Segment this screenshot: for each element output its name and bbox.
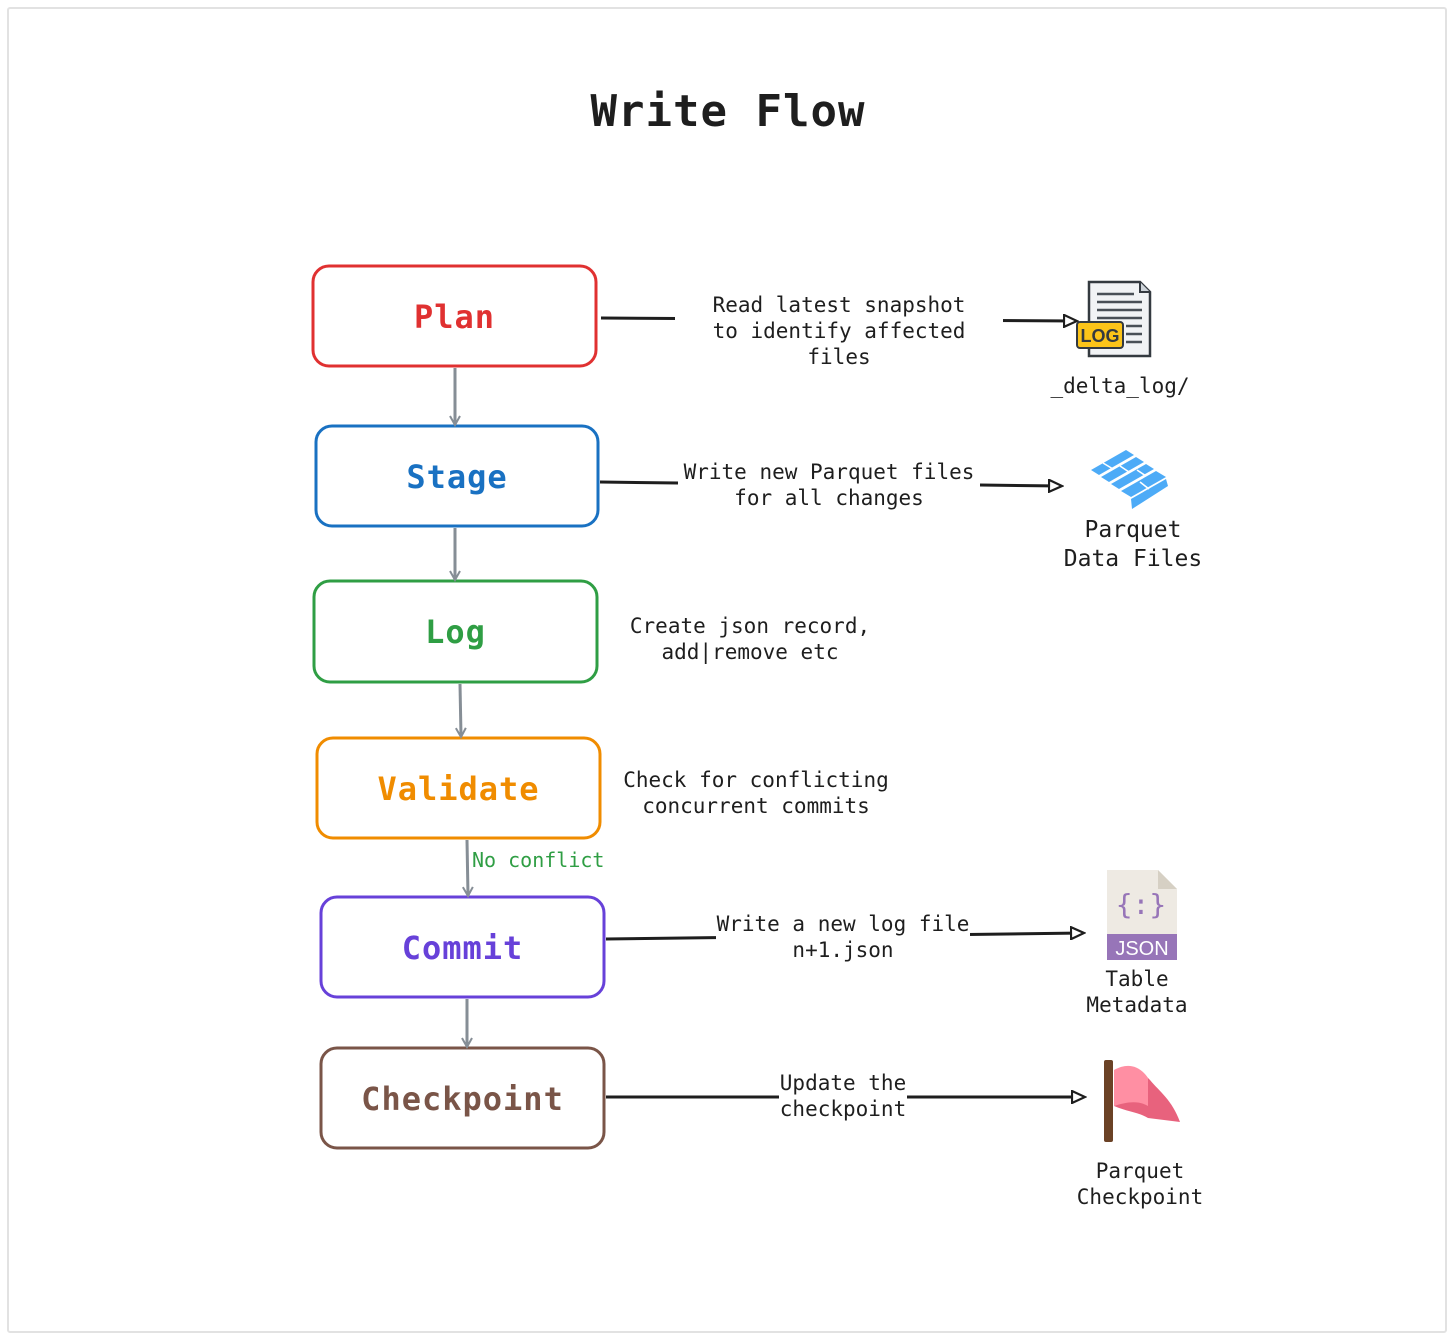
note-stage: Write new Parquet files for all changes: [678, 459, 980, 511]
note-log: Create json record, add|remove etc: [620, 613, 880, 665]
flag-icon: [1104, 1060, 1180, 1142]
log-badge: LOG: [1081, 326, 1120, 346]
step-checkpoint-label: Checkpoint: [361, 1080, 564, 1118]
step-stage-label: Stage: [406, 458, 508, 496]
parquet-icon: [1091, 450, 1168, 509]
step-plan-label: Plan: [413, 298, 496, 336]
note-validate: Check for conflicting concurrent commits: [615, 767, 897, 819]
arrow-validate-to-commit: [467, 839, 468, 895]
connector-stage-arrow: [979, 485, 1061, 486]
edge-label-no-conflict: No conflict: [472, 848, 605, 872]
json-glyph: {:}: [1116, 888, 1167, 921]
log-file-icon: LOG: [1076, 280, 1152, 358]
note-commit: Write a new log file n+1.json: [716, 911, 970, 963]
step-validate-label: Validate: [377, 770, 540, 808]
diagram-canvas: [7, 7, 1447, 1333]
note-plan: Read latest snapshot to identify affecte…: [675, 292, 1003, 370]
caption-parquet-data: Parquet Data Files: [1063, 517, 1203, 572]
connector-stage: [599, 480, 679, 485]
caption-parquet-checkpoint: Parquet Checkpoint: [1076, 1159, 1204, 1209]
note-checkpoint: Update the checkpoint: [779, 1070, 907, 1122]
caption-delta-log: _delta_log/: [1050, 374, 1190, 398]
caption-table-metadata: Table Metadata: [1086, 967, 1188, 1017]
step-commit-label: Commit: [401, 929, 524, 967]
json-badge: JSON: [1115, 938, 1168, 960]
diagram-title: Write Flow: [590, 86, 866, 137]
step-log-label: Log: [425, 613, 486, 651]
json-file-icon: {:} JSON: [1107, 870, 1177, 960]
arrow-log-to-validate: [460, 683, 461, 736]
plan-box: [311, 264, 598, 368]
